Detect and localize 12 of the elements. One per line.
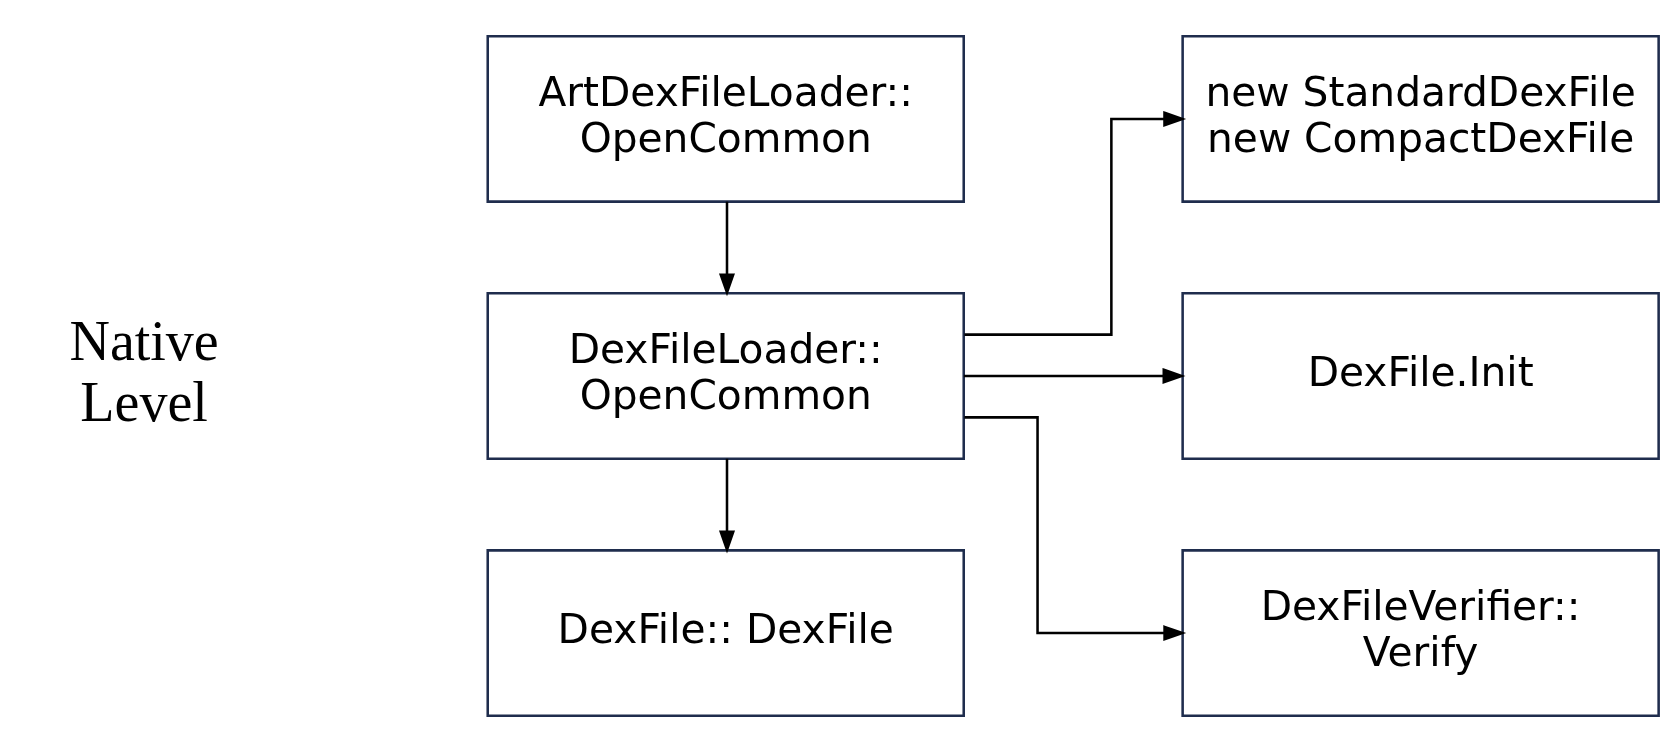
node-box: new StandardDexFile new CompactDexFile — [1181, 34, 1660, 203]
arrow — [718, 458, 736, 554]
node-box: ArtDexFileLoader:: OpenCommon — [486, 34, 965, 203]
arrow — [963, 367, 1186, 385]
node-box: DexFileLoader:: OpenCommon — [486, 292, 965, 460]
node-box: DexFile:: DexFile — [486, 549, 965, 718]
arrow — [964, 110, 1187, 336]
arrow — [964, 416, 1187, 642]
node-box: DexFileVerifier:: Verify — [1181, 549, 1660, 718]
node-box: DexFile.Init — [1181, 292, 1660, 460]
arrow — [718, 201, 736, 297]
label: Native Level — [69, 309, 219, 433]
